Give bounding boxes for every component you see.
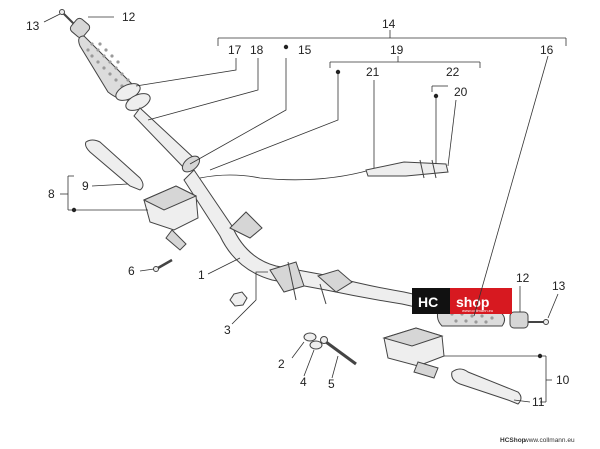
leader-dots: [71, 44, 543, 359]
watermark-shop-text: shop: [456, 294, 489, 310]
footer-brand: HCShop: [500, 437, 526, 444]
left-end-screw: [59, 9, 75, 25]
callout-9: 9: [82, 179, 89, 193]
footer-url: www.collmann.eu: [523, 437, 575, 444]
left-brake-lever: [85, 139, 144, 191]
callout-17: 17: [228, 43, 242, 57]
watermark-hc-text: HC: [418, 294, 438, 310]
callout-2: 2: [278, 357, 285, 371]
callout-12-left: 12: [122, 10, 136, 24]
callout-12-right: 12: [516, 271, 530, 285]
bolt-5: [320, 336, 357, 366]
callout-11: 11: [532, 395, 545, 409]
hcshop-watermark: HC shop www.collmann.eu: [412, 288, 512, 314]
footer-credit: HCShop www.collmann.eu: [500, 437, 575, 444]
callout-13-right: 13: [552, 279, 566, 293]
throttle-collar: [181, 155, 201, 173]
callout-14: 14: [382, 17, 396, 31]
leader-lines: [43, 13, 567, 403]
callout-6: 6: [128, 264, 135, 278]
right-master-cylinder: [382, 327, 445, 379]
right-brake-lever: [451, 368, 522, 405]
callout-4: 4: [300, 375, 307, 389]
screw-6: [153, 258, 173, 272]
parts-illustration: [59, 9, 549, 405]
watermark-url: www.collmann.eu: [462, 308, 493, 313]
callout-16: 16: [540, 43, 554, 57]
nut-3: [229, 291, 248, 307]
callout-20: 20: [454, 85, 468, 99]
right-bar-end-weight: [509, 311, 529, 329]
callout-10: 10: [556, 373, 570, 387]
left-master-cylinder: [142, 185, 199, 251]
watermark-hc-box: [412, 288, 450, 314]
callout-18: 18: [250, 43, 264, 57]
callout-21: 21: [366, 65, 380, 79]
callout-numbers: 13 12 14 17 18 15 19 16 21 22 20 9 8 6 1…: [26, 10, 570, 409]
left-bar-end-weight: [69, 17, 91, 39]
callout-13-left: 13: [26, 19, 40, 33]
callout-5: 5: [328, 377, 335, 391]
handlebar-tube: [183, 169, 441, 313]
callout-22: 22: [446, 65, 460, 79]
washer-4: [309, 340, 323, 350]
switch-cable-connector: [365, 159, 449, 179]
callout-1: 1: [198, 268, 205, 282]
right-end-screw: [528, 319, 549, 325]
callout-15: 15: [298, 43, 312, 57]
washer-2: [303, 332, 317, 342]
callout-19: 19: [390, 43, 404, 57]
callout-8: 8: [48, 187, 55, 201]
callout-3: 3: [224, 323, 231, 337]
